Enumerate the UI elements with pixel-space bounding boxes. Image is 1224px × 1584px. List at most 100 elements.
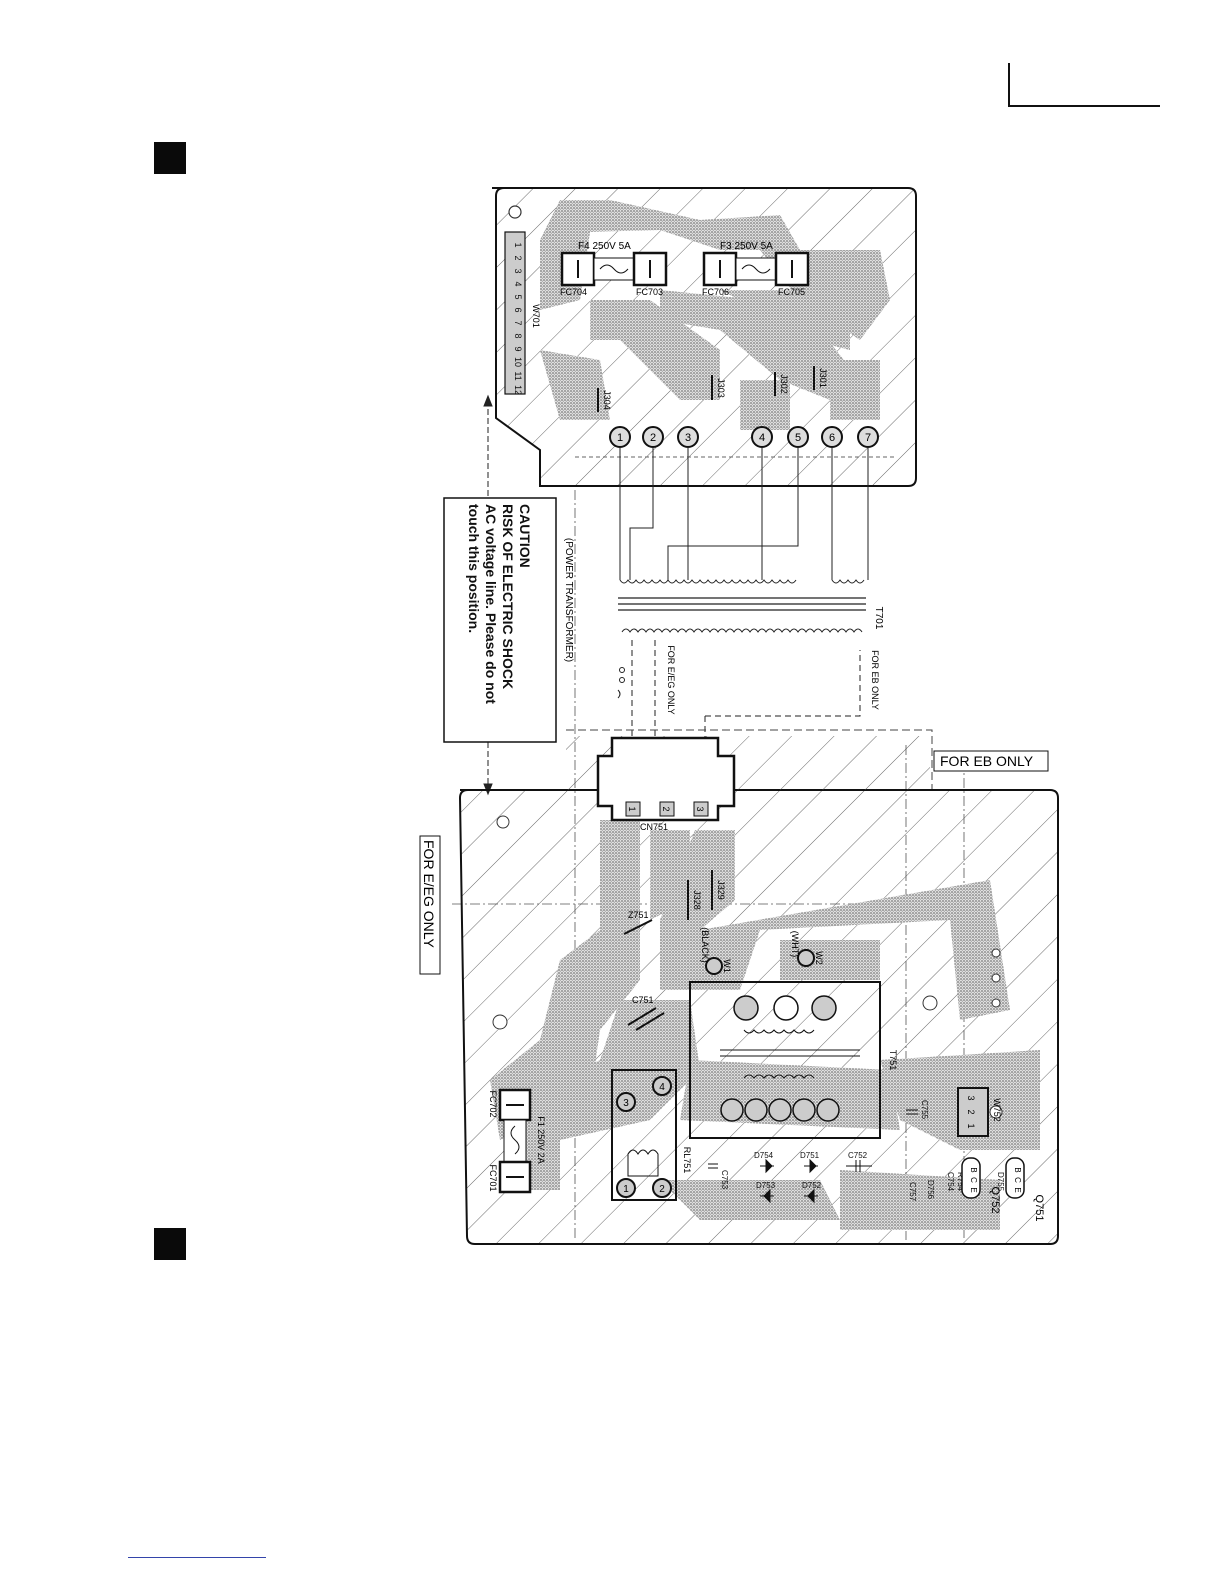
w701-ref: W701 (531, 304, 541, 328)
fc703-label: FC703 (636, 287, 663, 297)
svg-text:3: 3 (623, 1098, 629, 1109)
terminal-2: 2 (642, 426, 664, 448)
d751-label: D751 (800, 1151, 820, 1160)
svg-text:2: 2 (659, 1184, 665, 1195)
c753-label: C753 (720, 1170, 729, 1190)
caution-line1: RISK OF ELECTRIC SHOCK (500, 504, 516, 689)
svg-text:4: 4 (759, 432, 765, 444)
svg-text:J303: J303 (716, 378, 726, 398)
fc706-label: FC706 (702, 287, 729, 297)
t701-ref: T701 (873, 607, 884, 630)
svg-text:5: 5 (795, 432, 801, 444)
d755-label: D755 (996, 1172, 1005, 1192)
small-parts: D754 D751 D753 D752 C752 C753 C755 C757 … (708, 1100, 1005, 1204)
w1-color: (BLACK) (700, 927, 710, 963)
lower-board: 1 2 3 CN751 J328 J329 Z751 W1 (BLACK) W2… (458, 729, 1059, 1245)
svg-text:2: 2 (966, 1109, 976, 1114)
d754-label: D754 (754, 1151, 774, 1160)
c754-label: C754 (946, 1172, 955, 1192)
w701-pin: 1 (513, 242, 523, 247)
caution-line2: AC voltage line. Please do not (483, 504, 499, 704)
note-eeg-only: FOR E/EG ONLY (419, 835, 441, 975)
w701-pin: 4 (513, 281, 523, 286)
w701-pin: 11 (513, 371, 523, 380)
svg-text:4: 4 (659, 1082, 665, 1093)
w752-ref: W752 (992, 1098, 1002, 1122)
w1-label: W1 (722, 959, 732, 973)
terminal-6: 6 (821, 426, 843, 448)
w701-pin: 8 (513, 333, 523, 338)
cn751-ref: CN751 (640, 822, 668, 832)
fuse-f3-label: F3 250V 5A (720, 241, 773, 252)
svg-text:7: 7 (865, 432, 871, 444)
terminal-5: 5 (787, 426, 809, 448)
w701-pin: 2 (513, 255, 523, 260)
w701-pins: 1 2 3 4 5 6 7 8 9 10 11 12 (513, 242, 523, 395)
svg-text:C: C (969, 1177, 978, 1183)
caution-line3: touch this position. (466, 504, 482, 633)
z751-label: Z751 (628, 910, 649, 920)
footer-rule (128, 1557, 266, 1558)
d752-label: D752 (802, 1181, 822, 1190)
d753-label: D753 (756, 1181, 776, 1190)
svg-text:1: 1 (966, 1123, 976, 1128)
d756-label: D756 (926, 1180, 935, 1200)
j329-label: J329 (716, 880, 726, 900)
rl751-ref: RL751 (682, 1147, 692, 1174)
c755-label: C755 (920, 1100, 929, 1120)
svg-text:FOR E/EG ONLY: FOR E/EG ONLY (421, 840, 437, 949)
caution-box: CAUTION RISK OF ELECTRIC SHOCK AC voltag… (443, 497, 557, 743)
svg-text:J301: J301 (818, 368, 828, 388)
svg-text:1: 1 (623, 1184, 629, 1195)
fuse-f1: F1 250V 2A FC702 FC701 (488, 1088, 546, 1194)
terminal-3: 3 (677, 426, 699, 448)
svg-text:3: 3 (695, 806, 705, 811)
note-eb-only: FOR EB ONLY (933, 750, 1049, 772)
q752-transistor: B C E Q752 (961, 1157, 1001, 1214)
svg-text:E: E (1013, 1187, 1022, 1192)
svg-text:6: 6 (829, 432, 835, 444)
svg-text:3: 3 (966, 1095, 976, 1100)
fc705-label: FC705 (778, 287, 805, 297)
svg-text:J304: J304 (602, 390, 612, 410)
section-marker-bottom (154, 1228, 186, 1260)
rl751-relay: 1 2 3 4 RL751 (611, 1069, 692, 1201)
page-number-box (1008, 63, 1160, 107)
w2-color: (WHT) (790, 931, 800, 958)
note-eeg-small: FOR E/EG ONLY (666, 645, 676, 714)
q751-ref: Q751 (1033, 1195, 1045, 1222)
upper-board: 1 2 3 4 5 6 7 8 9 10 11 12 W701 F4 250V … (492, 187, 917, 487)
w2-label: W2 (814, 951, 824, 965)
c752-label: C752 (848, 1151, 868, 1160)
w701-pin: 12 (513, 385, 523, 395)
svg-text:2: 2 (650, 432, 656, 444)
w701-pin: 7 (513, 320, 523, 325)
transformer-label: (POWER TRANSFORMER) (563, 538, 574, 662)
caution-title: CAUTION (517, 504, 533, 568)
fc701-label: FC701 (488, 1164, 498, 1191)
svg-text:1: 1 (617, 432, 623, 444)
c751-label: C751 (632, 995, 654, 1005)
c757-label: C757 (908, 1182, 917, 1202)
fuse-f1-label: F1 250V 2A (536, 1116, 546, 1164)
svg-text:B: B (1013, 1167, 1022, 1172)
fc702-label: FC702 (488, 1090, 498, 1117)
j328-label: J328 (692, 890, 702, 910)
terminal-4: 4 (751, 426, 773, 448)
w701-connector (504, 231, 526, 395)
w701-pin: 9 (513, 346, 523, 351)
q752-ref: Q752 (989, 1187, 1001, 1214)
terminal-7: 7 (857, 426, 879, 448)
section-marker-top (154, 142, 186, 174)
t751-ref: T751 (888, 1050, 898, 1071)
q751-transistor: B C E Q751 (1005, 1157, 1045, 1222)
t751-transformer: T751 (689, 981, 898, 1139)
svg-text:2: 2 (661, 806, 671, 811)
r754-label: R754 (956, 1172, 965, 1192)
cn751-connector: 1 2 3 CN751 (596, 736, 736, 832)
w701-pin: 5 (513, 294, 523, 299)
svg-text:C: C (1013, 1177, 1022, 1183)
note-eb-small: FOR EB ONLY (870, 650, 880, 710)
upper-copper-traces (540, 200, 890, 430)
